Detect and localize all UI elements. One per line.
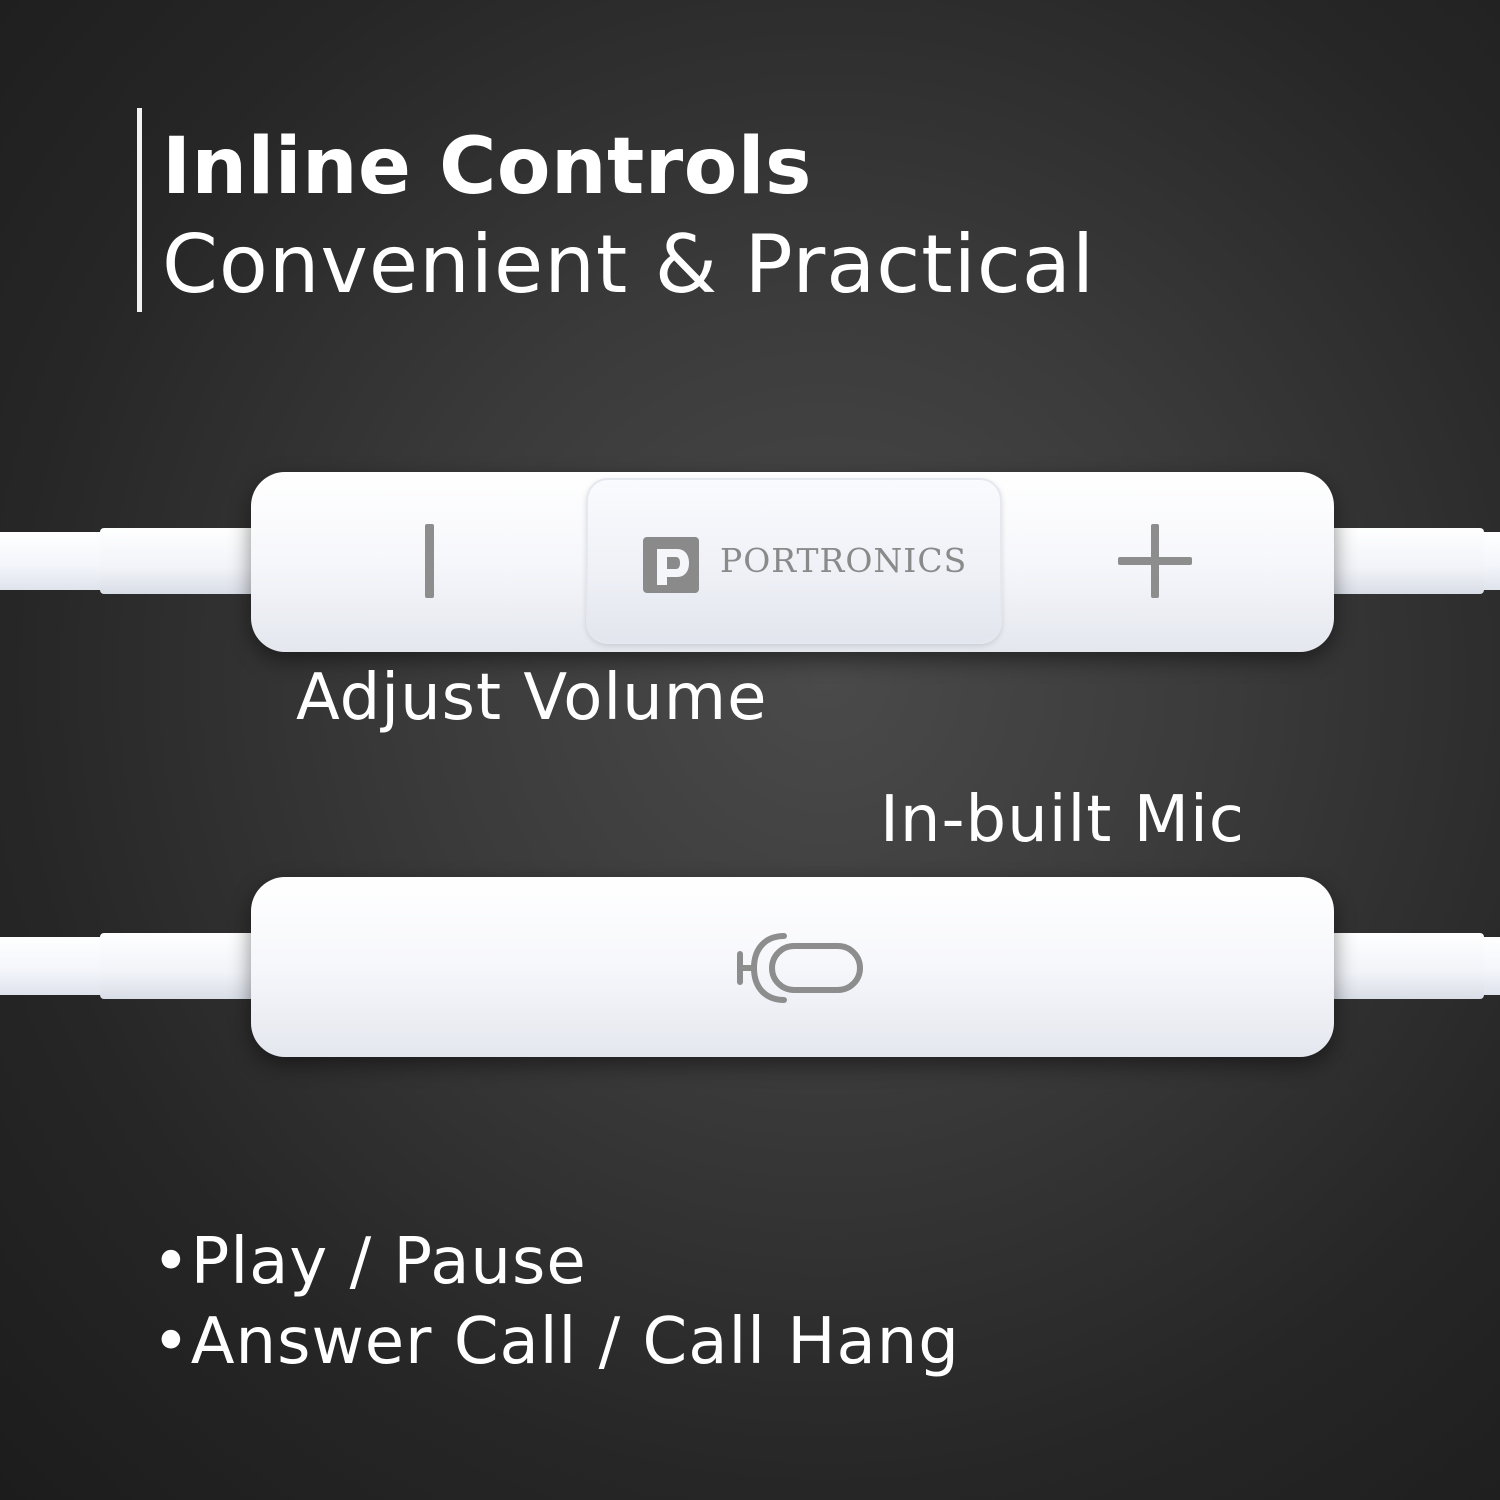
- ferrule-left: [100, 528, 260, 594]
- title-accent-bar: [137, 108, 142, 312]
- ferrule-left: [100, 933, 260, 999]
- ferrule-right: [1324, 933, 1484, 999]
- page-title: Inline Controls: [162, 122, 812, 212]
- brand-logo-icon: [643, 537, 699, 593]
- microphone-icon: [737, 933, 863, 1003]
- remote-body: [251, 877, 1334, 1057]
- brand-name: PORTRONICS: [720, 541, 968, 580]
- list-item: •Play / Pause: [152, 1225, 587, 1299]
- feature-list: •Play / Pause •Answer Call / Call Hang: [152, 1222, 960, 1382]
- list-item: •Answer Call / Call Hang: [152, 1305, 960, 1379]
- ferrule-right: [1324, 528, 1484, 594]
- adjust-volume-label: Adjust Volume: [296, 661, 768, 735]
- minus-icon: [425, 524, 434, 598]
- page-subtitle: Convenient & Practical: [162, 218, 1096, 311]
- inbuilt-mic-label: In-built Mic: [880, 783, 1245, 857]
- cable-left: [0, 937, 110, 995]
- cable-left: [0, 532, 110, 590]
- plus-icon-vertical: [1151, 524, 1159, 598]
